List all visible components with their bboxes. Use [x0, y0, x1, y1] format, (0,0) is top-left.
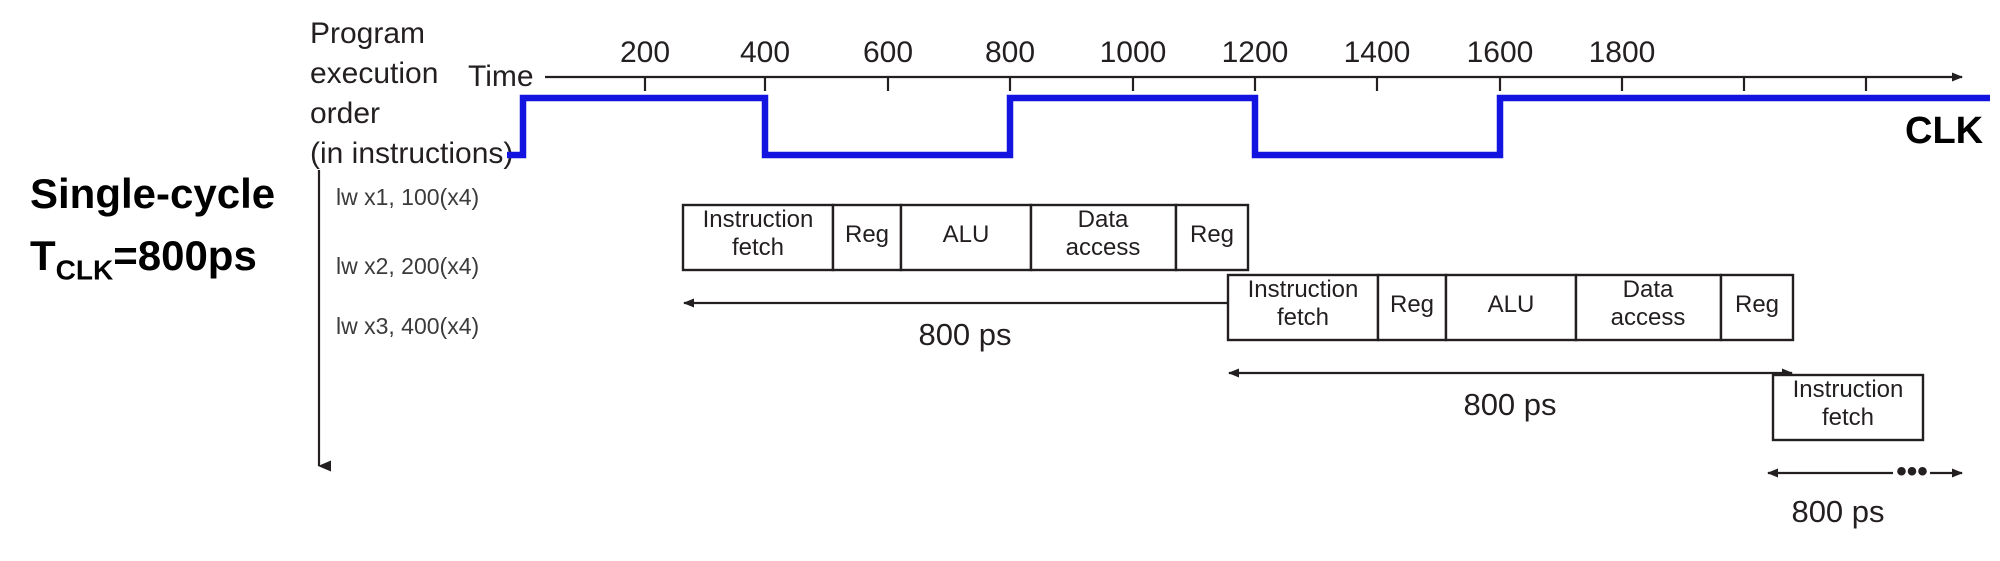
pipeline-row-0: Instruction fetch Reg ALU Data access Re…	[681, 203, 1250, 272]
left-caption-block: Single-cycle TCLK=800ps	[30, 170, 310, 285]
tick-label-1400: 1400	[1344, 36, 1411, 69]
stage-label-reg1-row1: Reg	[1390, 291, 1434, 318]
stage-box-data-row0	[1029, 203, 1178, 272]
duration-label-row-2: 800 ps	[1791, 494, 1884, 529]
clk-waveform-label: CLK	[1905, 110, 1984, 152]
stage-label-data-line0-row1: Data	[1623, 276, 1674, 303]
header-line-2: order	[310, 96, 381, 130]
stage-label-if-line1-row2: fetch	[1822, 404, 1874, 431]
instruction-label-2: lw x3, 400(x4)	[336, 313, 480, 339]
header-line-1: execution	[310, 56, 439, 90]
tick-label-400: 400	[740, 36, 790, 69]
clock-waveform	[507, 94, 1990, 159]
stage-label-alu-row1: ALU	[1488, 291, 1535, 318]
stage-label-reg2-row1: Reg	[1735, 291, 1779, 318]
stage-label-data-line1-row1: access	[1611, 304, 1686, 331]
stage-label-if-line1-row1: fetch	[1277, 304, 1329, 331]
stage-box-reg2-row1	[1719, 273, 1795, 342]
instruction-label-1: lw x2, 200(x4)	[336, 253, 480, 279]
stage-box-alu-row1	[1444, 273, 1578, 342]
tclk-t: T	[30, 232, 56, 280]
duration-row-0: 800 ps	[683, 298, 1248, 352]
pipeline-row-1: Instruction fetch Reg ALU Data access Re…	[1226, 273, 1795, 342]
stage-box-reg1-row1	[1376, 273, 1448, 342]
axis-tick-labels: 200 400 600 800 1000 1200 1400 1600 1800	[620, 36, 1655, 69]
continuation-ellipsis: •••	[1896, 455, 1928, 488]
tclk-sub: CLK	[55, 254, 114, 286]
stage-box-reg2-row0	[1174, 203, 1250, 272]
tick-label-1800: 1800	[1589, 36, 1656, 69]
time-axis-label: Time	[468, 60, 534, 93]
program-execution-order-header: Program execution order (in instructions…	[310, 14, 540, 174]
instruction-label-0: lw x1, 100(x4)	[336, 184, 480, 210]
tclk-label: TCLK=800ps	[30, 234, 310, 285]
stage-box-if-row0	[681, 203, 835, 272]
header-line-0: Program	[310, 17, 426, 50]
pipeline-row-2: Instruction fetch	[1771, 373, 1925, 442]
stage-label-if-line0-row2: Instruction	[1793, 376, 1904, 403]
tick-label-600: 600	[863, 36, 913, 69]
header-line-3: (in instructions)	[310, 136, 514, 170]
stage-label-alu-row0: ALU	[943, 221, 990, 248]
stage-box-if-row2	[1771, 373, 1925, 442]
duration-row-1: 800 ps	[1228, 368, 1793, 422]
stage-label-data-line0-row0: Data	[1078, 206, 1129, 233]
time-axis: 200 400 600 800 1000 1200 1400 1600 1800	[545, 36, 1963, 91]
stage-label-data-line1-row0: access	[1066, 234, 1141, 261]
stage-label-reg1-row0: Reg	[845, 221, 889, 248]
single-cycle-title: Single-cycle	[30, 170, 276, 217]
duration-row-2: ••• 800 ps	[1767, 455, 1963, 529]
stage-box-data-row1	[1574, 273, 1723, 342]
tick-label-200: 200	[620, 36, 670, 69]
stage-label-if-line1-row0: fetch	[732, 234, 784, 261]
duration-label-row-1: 800 ps	[1463, 387, 1556, 422]
tick-label-800: 800	[985, 36, 1035, 69]
tick-label-1000: 1000	[1100, 36, 1167, 69]
stage-label-if-line0-row0: Instruction	[703, 206, 814, 233]
duration-label-row-0: 800 ps	[918, 317, 1011, 352]
tick-label-1200: 1200	[1222, 36, 1289, 69]
axis-ticks	[643, 77, 1868, 91]
stage-label-reg2-row0: Reg	[1190, 221, 1234, 248]
stage-label-if-line0-row1: Instruction	[1248, 276, 1359, 303]
tick-label-1600: 1600	[1467, 36, 1534, 69]
stage-box-reg1-row0	[831, 203, 903, 272]
stage-box-if-row1	[1226, 273, 1380, 342]
tclk-value: =800ps	[113, 232, 257, 280]
